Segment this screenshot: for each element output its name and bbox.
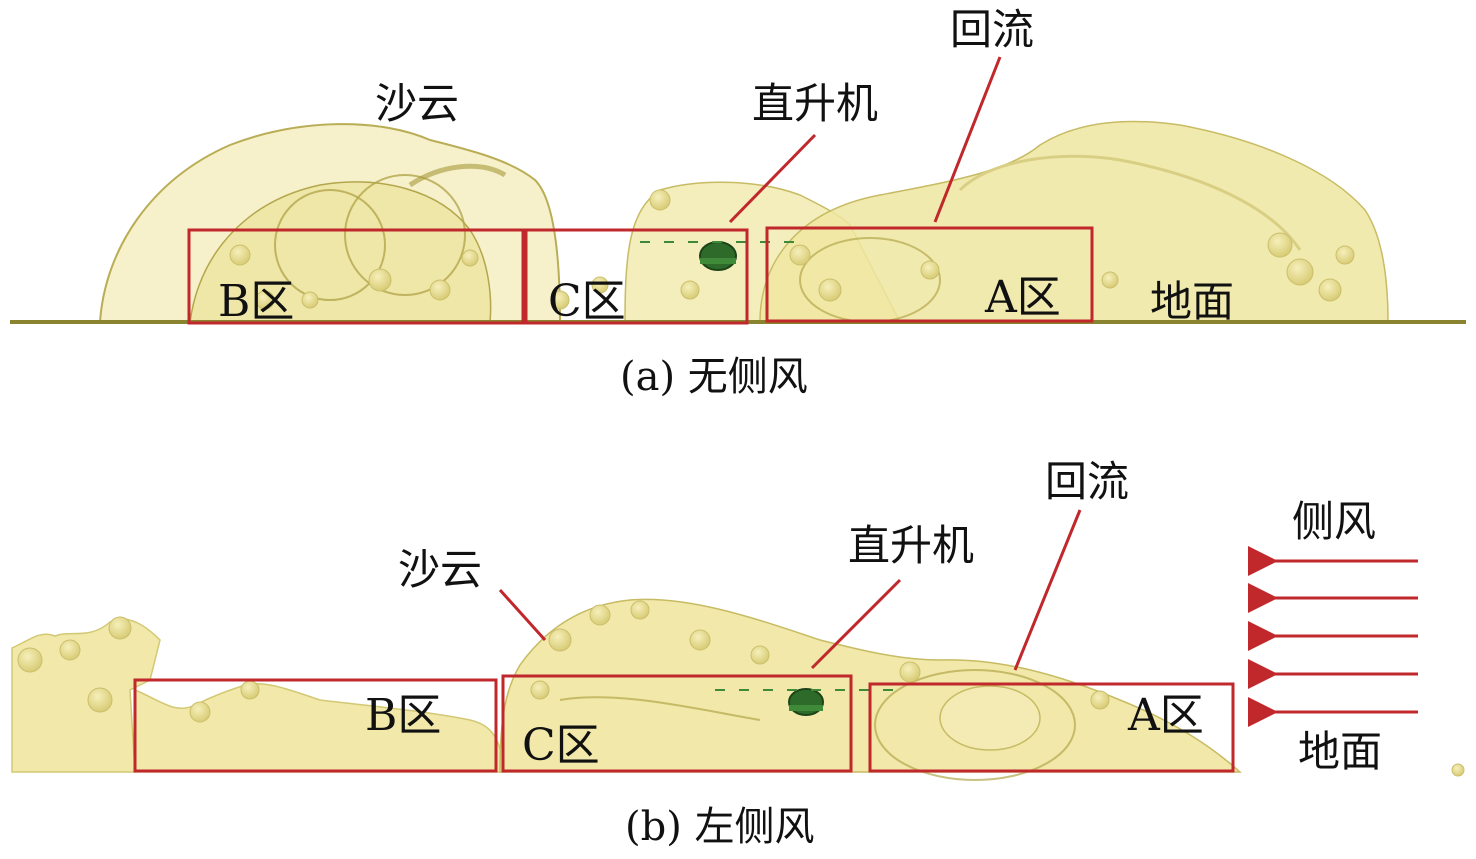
sand-cloud-render-b xyxy=(11,598,1465,781)
panel-b: 沙云 直升机 回流 侧风 地面 B区 C区 A区 (b) 左侧风 xyxy=(11,457,1465,850)
zone-b-box-a xyxy=(187,228,525,325)
caption-b: (b) 左侧风 xyxy=(625,804,815,850)
zone-c-box-b xyxy=(501,674,853,773)
sand-cloud-render-a xyxy=(98,120,1389,323)
zone-c-label-a: C区 xyxy=(548,276,626,327)
helicopter-label-b: 直升机 xyxy=(848,521,974,570)
crosswind-label-b: 侧风 xyxy=(1292,497,1376,546)
crosswind-arrows xyxy=(1248,546,1418,727)
zone-a-box-a xyxy=(765,226,1094,323)
sand-cloud-label-b: 沙云 xyxy=(398,545,482,594)
panel-a: 沙云 直升机 回流 地面 B区 C区 A区 (a) 无侧风 xyxy=(10,5,1466,400)
zone-b-box-b xyxy=(133,678,498,773)
ground-label-a: 地面 xyxy=(1150,277,1234,326)
zone-b-label-a: B区 xyxy=(218,276,294,327)
ground-label-b: 地面 xyxy=(1298,727,1382,776)
zone-c-box-a xyxy=(524,228,749,325)
sand-cloud-label-a: 沙云 xyxy=(375,79,459,128)
helicopter-leader-a xyxy=(728,133,817,224)
caption-a: (a) 无侧风 xyxy=(620,354,808,400)
helicopter-label-a: 直升机 xyxy=(752,79,878,128)
zone-c-label-b: C区 xyxy=(522,720,600,771)
zone-a-label-b: A区 xyxy=(1127,690,1204,741)
helicopter-icon-a xyxy=(640,241,800,271)
zone-b-label-b: B区 xyxy=(365,690,441,741)
recirculation-leader-b xyxy=(1013,509,1082,671)
sand-cloud-leader-b xyxy=(498,588,547,642)
recirculation-label-a: 回流 xyxy=(950,5,1034,54)
helicopter-icon-b xyxy=(715,688,900,716)
zone-a-label-a: A区 xyxy=(984,272,1061,323)
recirculation-label-b: 回流 xyxy=(1045,457,1129,506)
helicopter-leader-b xyxy=(810,578,902,670)
recirculation-leader-a xyxy=(933,56,1002,223)
zone-a-box-b xyxy=(868,682,1235,773)
